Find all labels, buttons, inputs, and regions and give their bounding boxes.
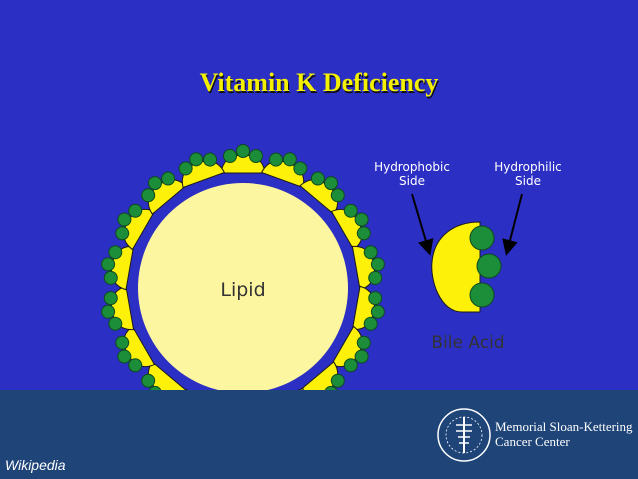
- hydrophilic-side-line-2: Side: [515, 174, 541, 188]
- micelle-hydrophilic-head: [354, 349, 369, 364]
- bile-acid-hydrophilic-head-3: [469, 282, 495, 308]
- bile-acid-molecule: [431, 221, 502, 313]
- micelle-bile-acid: [351, 245, 385, 291]
- micelle-hydrophilic-head: [356, 226, 371, 241]
- micelle-hydrophilic-head: [161, 171, 176, 186]
- micelle-hydrophilic-head: [147, 385, 162, 390]
- micelle-hydrophilic-head: [189, 152, 204, 167]
- micelle-hydrophilic-head: [282, 152, 297, 167]
- micelle-hydrophilic-head: [108, 316, 123, 331]
- micelle-bile-acid: [101, 245, 135, 291]
- bile-acid-hydrophilic-head-2: [476, 253, 502, 279]
- micelle-hydrophilic-head: [115, 335, 130, 350]
- micelle-hydrophilic-head: [103, 291, 118, 306]
- micelle-hydrophilic-head: [370, 257, 385, 272]
- micelle-hydrophilic-head: [128, 203, 143, 218]
- micelle-hydrophilic-head: [223, 149, 237, 163]
- micelle-hydrophilic-head: [310, 171, 325, 186]
- hydrophilic-side-line-1: Hydrophilic: [494, 160, 562, 174]
- micelle-hydrophilic-head: [101, 304, 116, 319]
- micelle-hydrophilic-head: [249, 149, 263, 163]
- micelle-hydrophilic-head: [236, 144, 250, 158]
- micelle-bile-acid: [178, 152, 226, 189]
- micelle: [101, 144, 385, 390]
- micelle-hydrophilic-head: [141, 188, 156, 203]
- micelle-hydrophilic-head: [101, 257, 116, 272]
- hydrophobic-arrow: [411, 193, 434, 256]
- hydrophilic-side-label: Hydrophilic Side: [478, 160, 578, 188]
- micelle-hydrophilic-head: [141, 373, 156, 388]
- micelle-hydrophilic-head: [356, 335, 371, 350]
- micelle-bile-acid: [220, 144, 266, 174]
- micelle-hydrophilic-head: [363, 316, 378, 331]
- micelle-bile-acid: [299, 171, 345, 215]
- micelle-bile-acid: [260, 152, 308, 189]
- micelle-hydrophilic-head: [268, 152, 283, 167]
- micelle-hydrophilic-head: [363, 245, 378, 260]
- micelle-hydrophilic-head: [343, 358, 358, 373]
- micelle-hydrophilic-head: [147, 176, 162, 191]
- hydrophobic-side-line-1: Hydrophobic: [374, 160, 450, 174]
- micelle-hydrophilic-head: [178, 161, 193, 176]
- micelle-hydrophilic-head: [354, 212, 369, 227]
- hydrophobic-side-label: Hydrophobic Side: [362, 160, 462, 188]
- micelle-bile-acid: [330, 325, 371, 373]
- lipid-label: Lipid: [220, 279, 265, 301]
- micelle-bile-acid: [115, 203, 156, 251]
- micelle-hydrophilic-head: [368, 270, 383, 285]
- micelle-bile-acid: [115, 325, 156, 373]
- micelle-hydrophilic-head: [108, 245, 123, 260]
- micelle-bile-acid: [141, 361, 187, 390]
- micelle-hydrophilic-head: [324, 176, 339, 191]
- bile-acid-hydrophilic-head-1: [469, 225, 495, 251]
- micelle-hydrophilic-head: [117, 212, 132, 227]
- slide-title: Vitamin K Deficiency: [199, 68, 439, 97]
- micelle-bile-acid: [351, 285, 385, 331]
- micelle-hydrophilic-head: [117, 349, 132, 364]
- micelle-hydrophilic-head: [103, 270, 118, 285]
- micelle-hydrophilic-head: [330, 373, 345, 388]
- micelle-diagram: Lipid Bile Acid: [101, 144, 523, 390]
- micelle-hydrophilic-head: [368, 291, 383, 306]
- micelle-hydrophilic-head: [370, 304, 385, 319]
- micelle-bile-acid: [141, 171, 187, 215]
- hydrophilic-arrow: [502, 193, 523, 256]
- micelle-hydrophilic-head: [330, 188, 345, 203]
- micelle-hydrophilic-head: [293, 161, 308, 176]
- wikipedia-credit: Wikipedia: [5, 457, 66, 473]
- lipid-core: [138, 183, 348, 390]
- micelle-hydrophilic-head: [128, 358, 143, 373]
- logo-text-line-2: Cancer Center: [495, 434, 570, 449]
- micelle-hydrophilic-head: [203, 152, 218, 167]
- micelle-bile-acid: [101, 285, 135, 331]
- logo-text-line-1: Memorial Sloan-Kettering: [495, 419, 633, 434]
- msk-logo-text: Memorial Sloan-Kettering Cancer Center: [495, 419, 633, 449]
- micelle-hydrophilic-head: [343, 203, 358, 218]
- bile-acid-hydrophobic-side: [431, 221, 481, 313]
- hydrophobic-side-line-2: Side: [399, 174, 425, 188]
- bile-acid-label: Bile Acid: [431, 333, 504, 353]
- micelle-bile-acid: [330, 203, 371, 251]
- footer-band: [0, 390, 638, 479]
- micelle-bile-acid: [299, 361, 345, 390]
- micelle-hydrophilic-head: [115, 226, 130, 241]
- msk-logo-seal: [437, 408, 491, 462]
- micelle-hydrophilic-head: [324, 385, 339, 390]
